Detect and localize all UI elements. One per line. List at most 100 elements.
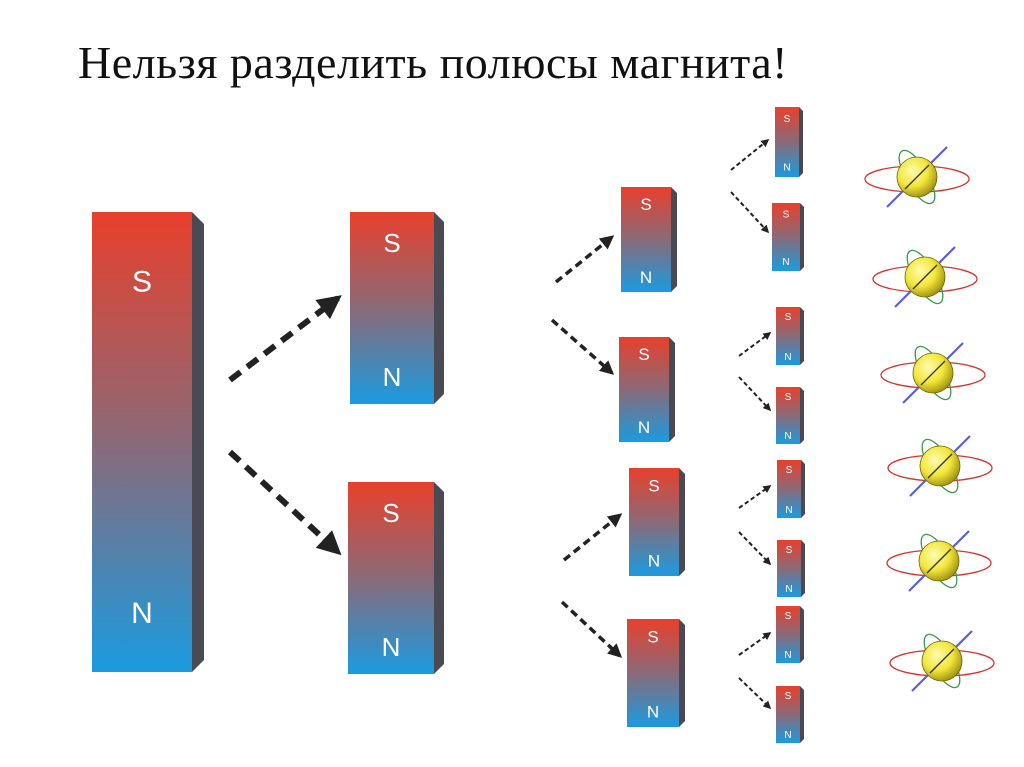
magnet-side [800,387,804,444]
magnet-side [800,686,804,743]
split-arrow [738,332,772,357]
magnet: SN [776,606,804,663]
atom-icon [880,342,986,404]
split-arrow [562,513,623,562]
north-pole-label: N [782,257,789,268]
north-pole-label: N [131,597,153,630]
north-pole-label: N [640,268,652,287]
split-arrow [227,449,342,556]
magnet: SN [776,686,804,743]
magnet-body [621,187,671,292]
split-arrow [738,677,772,710]
magnet: SN [92,212,204,672]
south-pole-label: S [383,228,400,258]
magnet: SN [776,387,804,444]
magnet-body [776,387,800,444]
magnet-side [800,203,804,271]
south-pole-label: S [638,345,649,364]
spin-axis-front [929,648,955,674]
split-arrow [738,531,772,566]
magnet: SN [350,212,444,404]
magnet-side [192,212,204,672]
north-pole-label: N [383,362,402,392]
magnet-body [777,460,801,518]
magnet-side [679,619,685,727]
magnet-body [92,212,192,672]
south-pole-label: S [785,611,792,622]
north-pole-label: N [784,431,791,442]
magnet-side [799,107,803,177]
south-pole-label: S [382,498,399,528]
split-arrow [738,376,772,412]
south-pole-label: S [640,195,651,214]
magnet-body [350,212,434,404]
south-pole-label: S [785,392,792,403]
magnet: SN [772,203,804,271]
magnet: SN [777,540,805,597]
south-pole-label: S [786,545,793,556]
north-pole-label: N [785,584,792,595]
magnet: SN [776,307,804,365]
magnet-body [348,482,434,674]
magnet: SN [627,619,685,727]
north-pole-label: N [784,352,791,363]
south-pole-label: S [785,691,792,702]
atom-icon [886,530,992,592]
split-arrow [738,632,772,656]
spin-axis-front [904,164,930,190]
magnet-body [776,686,800,743]
atom-icon [864,146,970,208]
south-pole-label: S [786,465,793,476]
north-pole-label: N [785,505,792,516]
magnet: SN [621,187,677,292]
spin-axis-front [926,548,952,574]
south-pole-label: S [648,477,659,496]
split-arrow [550,318,615,375]
spin-axis-front [912,264,938,290]
magnet-side [801,540,805,597]
split-arrow [730,138,770,171]
atom-icon [887,435,993,497]
north-pole-label: N [647,702,659,721]
magnet-side [679,468,685,576]
north-pole-label: N [382,632,401,662]
magnet: SN [629,468,685,576]
south-pole-label: S [785,312,792,323]
north-pole-label: N [783,163,790,174]
magnet-side [800,307,804,365]
magnet-side [800,606,804,663]
magnet-body [629,468,679,576]
magnet: SN [777,460,805,518]
magnet: SN [619,337,675,442]
magnet-body [627,619,679,727]
south-pole-label: S [783,210,790,221]
spin-axis-front [927,453,953,479]
magnet-body [772,203,800,271]
magnet-body [777,540,801,597]
magnet: SN [775,107,803,177]
magnet-side [669,337,675,442]
magnet-side [434,482,444,674]
north-pole-label: N [784,730,791,741]
magnet: SN [348,482,444,674]
atom-icon [889,630,995,692]
magnet-body [776,307,800,365]
magnet-body [775,107,799,177]
page-title: Нельзя разделить полюсы магнита! [78,37,788,88]
south-pole-label: S [647,628,658,647]
atom-icon [872,246,978,308]
magnet-body [619,337,669,442]
split-arrow [738,485,772,509]
north-pole-label: N [648,551,660,570]
magnet-body [776,606,800,663]
split-arrow [730,191,770,234]
north-pole-label: N [638,418,650,437]
north-pole-label: N [784,650,791,661]
split-arrow [228,295,342,383]
magnet-side [801,460,805,518]
magnet-side [671,187,677,292]
magnet-side [434,212,444,404]
south-pole-label: S [132,265,152,298]
